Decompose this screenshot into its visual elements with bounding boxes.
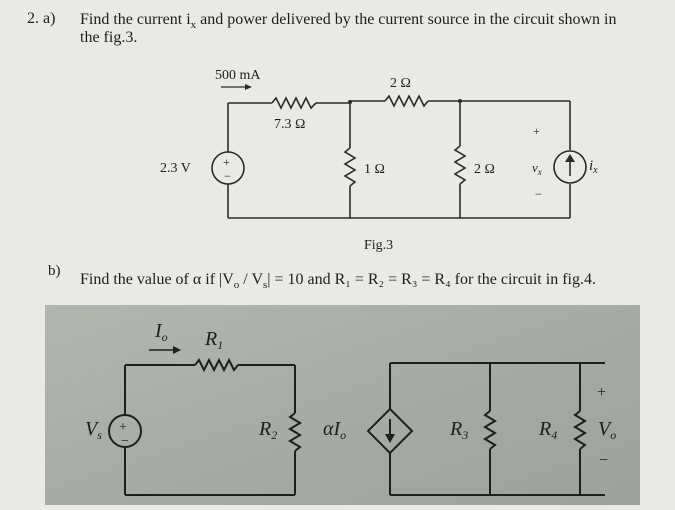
label-vo: Vo [598, 418, 616, 442]
label-r-right: 2 Ω [474, 162, 495, 177]
figure-label-3: Fig.3 [364, 238, 394, 253]
question-a-sub: x [190, 19, 197, 32]
label-dependent: αIo [323, 418, 346, 442]
question-a-text: Find the current i [80, 11, 191, 28]
label-plus-vx: + [533, 124, 540, 138]
vsrc-plus: + [223, 155, 230, 169]
label-voltage-source: 2.3 V [160, 161, 191, 176]
circuit-fig4-photo: Io R1 Vs + − R2 αIo R3 R4 + Vo − [45, 305, 640, 505]
question-a-line2: the fig.3. [80, 29, 138, 46]
question-number-b: b) [48, 263, 61, 279]
vo-minus: − [599, 452, 608, 469]
vo-plus: + [597, 384, 606, 401]
label-r-mid: 1 Ω [364, 162, 385, 177]
label-r1: R1 [204, 328, 223, 352]
circuit-fig3: 500 mA 7.3 Ω 2 Ω 2.3 V + − 1 Ω 2 Ω + vx … [160, 68, 598, 219]
label-r2: R2 [258, 418, 277, 442]
question-b-text: Find the value of α if |Vo / Vs| = 10 an… [80, 271, 596, 292]
label-io: Io [154, 320, 168, 344]
label-500ma: 500 mA [215, 68, 261, 83]
question-a-text-rest: and power delivered by the current sourc… [196, 11, 617, 28]
label-minus-vx: − [535, 187, 542, 201]
label-r3: R3 [449, 418, 468, 442]
label-vs: Vs [85, 418, 102, 442]
label-r-series: 7.3 Ω [274, 117, 305, 132]
question-a-line1: Find the current ix and power delivered … [80, 10, 616, 35]
label-r4: R4 [538, 418, 557, 442]
vs-plus: + [119, 420, 127, 435]
vs-minus: − [121, 434, 129, 449]
label-ix: ix [589, 158, 598, 176]
label-vx: vx [532, 160, 542, 177]
question-number-a: 2. a) [27, 10, 56, 27]
label-r-top: 2 Ω [390, 76, 411, 91]
vsrc-minus: − [224, 169, 231, 183]
